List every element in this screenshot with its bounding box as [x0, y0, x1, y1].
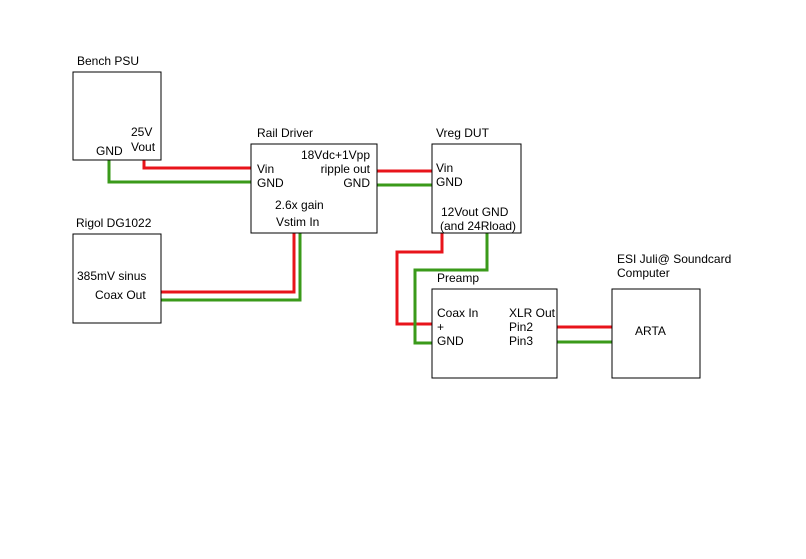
wire-rigol-coax-to-rail-vstim — [161, 233, 296, 294]
vreg-dut-gnd-label: GND — [436, 175, 463, 189]
rail-driver-vin-label: Vin — [257, 162, 274, 176]
rigol-title: Rigol DG1022 — [76, 216, 152, 230]
rigol-box — [72, 233, 162, 324]
wire-vreg-gnd-to-preamp-gnd — [413, 232, 489, 345]
wire-vreg-out-to-preamp-plus — [395, 232, 444, 326]
computer-title-line1: ESI Juli@ Soundcard — [617, 252, 731, 266]
rigol-signal-label: 385mV sinus — [77, 269, 146, 283]
rigol-coax-out-label: Coax Out — [95, 288, 146, 302]
wire-psu-gnd-to-rail-gnd — [107, 160, 251, 184]
preamp-coax-in-label: Coax In — [437, 306, 478, 320]
vreg-dut-vin-label: Vin — [436, 161, 453, 175]
preamp-plus-label: + — [437, 320, 444, 334]
bench-psu-gnd-label: GND — [96, 144, 123, 158]
computer-app-label: ARTA — [635, 324, 666, 338]
block-vreg-dut: Vreg DUT Vin GND 12Vout GND (and 24Rload… — [431, 126, 522, 234]
vreg-dut-load-label: (and 24Rload) — [440, 219, 516, 233]
vreg-dut-box — [431, 143, 522, 234]
rail-driver-box — [250, 143, 378, 234]
preamp-pin2-label: Pin2 — [509, 320, 533, 334]
rail-driver-gnd-left-label: GND — [257, 176, 284, 190]
block-bench-psu: Bench PSU GND 25V Vout — [72, 54, 162, 161]
preamp-title: Preamp — [437, 271, 479, 285]
block-computer: ESI Juli@ Soundcard Computer ARTA — [611, 252, 731, 379]
bench-psu-title: Bench PSU — [77, 54, 139, 68]
preamp-gnd-label: GND — [437, 334, 464, 348]
block-preamp: Preamp Coax In + GND XLR Out Pin2 Pin3 — [431, 271, 558, 379]
rail-driver-vstim-in-label: Vstim In — [276, 215, 319, 229]
wires — [107, 155, 612, 345]
rail-driver-gain-label: 2.6x gain — [275, 198, 324, 212]
bench-psu-25v-label: 25V — [131, 125, 152, 139]
rail-driver-ripple-out-label: ripple out — [321, 162, 371, 176]
preamp-xlr-out-label: XLR Out — [509, 306, 556, 320]
block-rigol-dg1022: Rigol DG1022 385mV sinus Coax Out — [72, 216, 162, 324]
rail-driver-spec-label: 18Vdc+1Vpp — [301, 148, 370, 162]
block-rail-driver: Rail Driver 18Vdc+1Vpp ripple out GND Vi… — [250, 126, 378, 234]
rail-driver-gnd-right-label: GND — [343, 176, 370, 190]
preamp-box — [431, 288, 558, 379]
vreg-dut-out-label: 12Vout GND — [441, 205, 509, 219]
vreg-dut-title: Vreg DUT — [436, 126, 490, 140]
computer-box — [611, 288, 701, 379]
rail-driver-title: Rail Driver — [257, 126, 313, 140]
bench-psu-vout-label: Vout — [131, 140, 156, 154]
computer-title-line2: Computer — [617, 266, 670, 280]
preamp-pin3-label: Pin3 — [509, 334, 533, 348]
bench-psu-box — [72, 71, 162, 161]
wire-rigol-gnd-to-rail-vstim — [161, 233, 302, 302]
